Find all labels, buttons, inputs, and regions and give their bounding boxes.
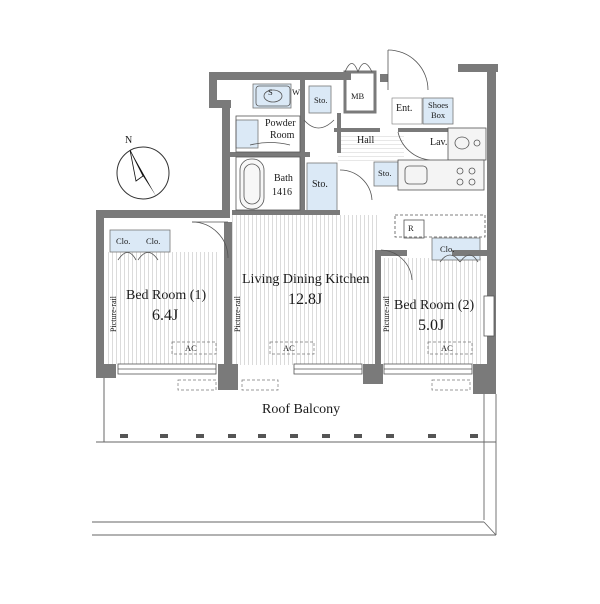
roof-balcony	[92, 378, 497, 536]
s-label: S	[268, 87, 273, 97]
picture-rail-label-3: Picture-rail	[382, 296, 391, 332]
lav-label: Lav.	[430, 137, 448, 148]
shoes-box-label-1: Shoes	[428, 100, 449, 110]
shoes-box-label-2: Box	[431, 110, 446, 120]
entrance-area	[343, 49, 431, 161]
compass-north-label: N	[125, 135, 133, 146]
mb-label: MB	[351, 91, 365, 101]
ldk-size: 12.8J	[288, 291, 323, 308]
ac-units	[171, 341, 473, 391]
bedroom2-size: 5.0J	[418, 317, 445, 334]
storage-label-1: Sto.	[314, 95, 328, 105]
powder-room-label-1: Powder	[265, 118, 296, 129]
ac-label-3: AC	[441, 343, 453, 353]
bathroom	[235, 85, 301, 211]
kitchen	[394, 159, 486, 239]
hall-label: Hall	[357, 135, 375, 146]
bath-size: 1416	[272, 187, 292, 198]
ac-label-2: AC	[283, 343, 295, 353]
entrance-label: Ent.	[396, 103, 413, 114]
balcony-name: Roof Balcony	[262, 402, 341, 417]
balcony-posts	[120, 434, 478, 438]
powder-room-label-2: Room	[270, 130, 295, 141]
closet-label-2: Clo.	[146, 236, 161, 246]
ac-label-1: AC	[185, 343, 197, 353]
bedroom1-size: 6.4J	[152, 307, 179, 324]
bath-name: Bath	[274, 173, 293, 184]
storage-areas	[109, 83, 481, 261]
w-label: W	[292, 87, 301, 97]
closet-label-3: Clo.	[440, 244, 455, 254]
storage-label-3: Sto.	[378, 168, 392, 178]
lavatory	[447, 127, 487, 161]
storage-label-2: Sto.	[312, 179, 328, 190]
bedroom2-name: Bed Room (2)	[394, 298, 475, 313]
picture-rail-label-2: Picture-rail	[233, 296, 242, 332]
refrigerator-label: R	[408, 223, 414, 233]
windows	[117, 295, 495, 375]
picture-rail-label-1: Picture-rail	[109, 296, 118, 332]
walls	[96, 64, 498, 394]
ldk-name: Living Dining Kitchen	[242, 272, 370, 287]
floor-hatching	[108, 135, 484, 365]
compass-icon	[116, 146, 170, 200]
closet-label-1: Clo.	[116, 236, 131, 246]
bedroom1-name: Bed Room (1)	[126, 288, 207, 303]
doors	[117, 119, 479, 281]
